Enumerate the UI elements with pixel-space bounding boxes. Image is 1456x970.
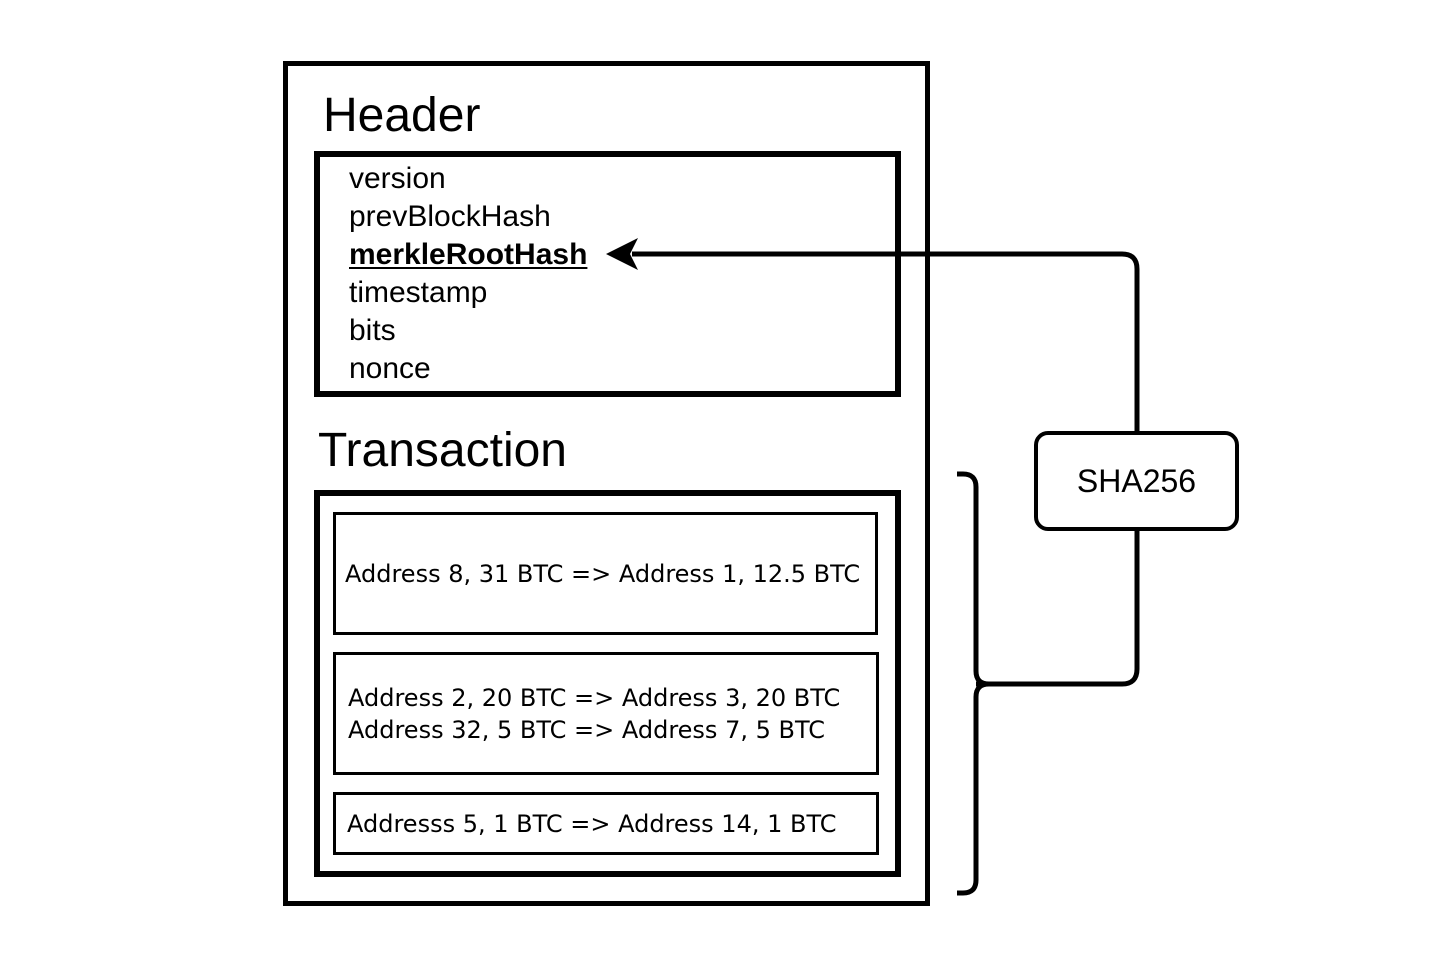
transaction-line: Address 2, 20 BTC => Address 3, 20 BTC — [348, 683, 841, 712]
transaction-brace — [957, 471, 992, 896]
brace-to-hash-line — [976, 531, 1140, 687]
sha256-box: SHA256 — [1034, 431, 1239, 531]
field-timestamp: timestamp — [349, 276, 488, 309]
transaction-item: Addresss 5, 1 BTC => Address 14, 1 BTC — [333, 792, 879, 855]
field-nonce: nonce — [349, 352, 431, 385]
transaction-list-box — [314, 490, 901, 877]
transaction-item: Address 8, 31 BTC => Address 1, 12.5 BTC — [333, 512, 878, 635]
transaction-line: Address 8, 31 BTC => Address 1, 12.5 BTC — [345, 559, 861, 588]
field-merkle-root-hash: merkleRootHash — [349, 238, 588, 271]
field-prev-block-hash: prevBlockHash — [349, 200, 551, 233]
transaction-line: Address 32, 5 BTC => Address 7, 5 BTC — [348, 715, 825, 744]
header-title: Header — [323, 89, 481, 142]
transaction-item: Address 2, 20 BTC => Address 3, 20 BTC A… — [333, 652, 879, 775]
field-version: version — [349, 162, 446, 195]
transaction-title: Transaction — [318, 424, 567, 477]
transaction-line: Addresss 5, 1 BTC => Address 14, 1 BTC — [347, 809, 837, 838]
sha256-label: SHA256 — [1076, 462, 1197, 499]
field-bits: bits — [349, 314, 396, 347]
block-outline — [283, 61, 930, 906]
